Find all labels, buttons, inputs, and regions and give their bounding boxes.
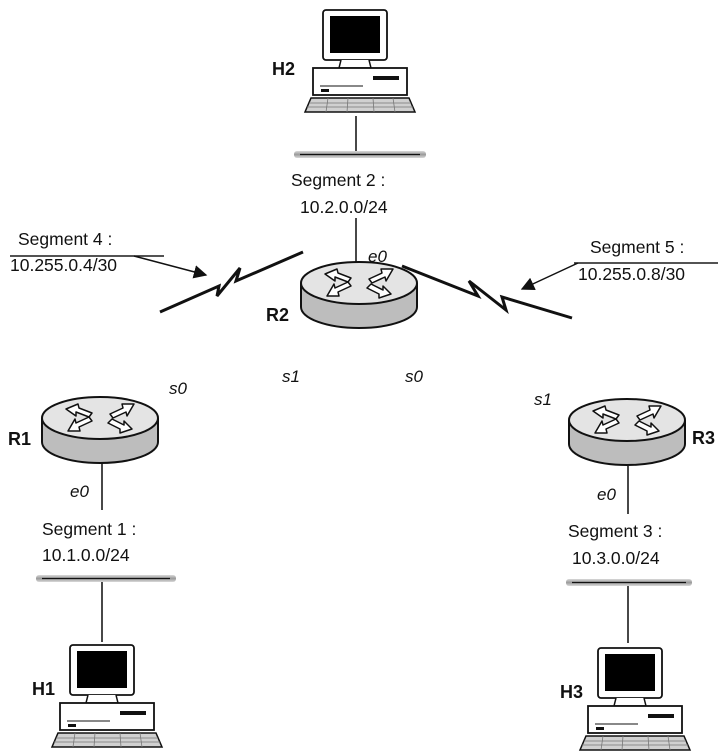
r1-e0-label: e0 — [70, 482, 89, 501]
router-r3-icon — [568, 398, 686, 466]
segment-1-subnet: 10.1.0.0/24 — [42, 545, 130, 565]
router-r2-icon — [300, 261, 418, 329]
router-r3-label: R3 — [692, 428, 715, 448]
segment-3-name: Segment 3 : — [568, 521, 662, 541]
r1-s0-label: s0 — [169, 379, 188, 398]
segment-4-subnet: 10.255.0.4/30 — [10, 255, 117, 275]
host-h1-computer-icon — [51, 644, 163, 748]
segment-2-subnet: 10.2.0.0/24 — [300, 197, 388, 217]
router-r1-label: R1 — [8, 429, 31, 449]
segment-5-name: Segment 5 : — [590, 237, 684, 257]
host-h3-computer-icon — [579, 647, 691, 751]
segment-4-name: Segment 4 : — [18, 229, 112, 249]
router-r1-icon — [41, 396, 159, 464]
router-r2-label: R2 — [266, 305, 289, 325]
r2-s0-label: s0 — [405, 367, 424, 386]
segment-4-pointer — [133, 255, 208, 279]
serial-link-r1-r2 — [159, 250, 304, 314]
serial-link-r2-r3 — [401, 264, 573, 320]
r2-s1-label: s1 — [282, 367, 300, 386]
host-h2-label: H2 — [272, 59, 295, 79]
segment-2-name: Segment 2 : — [291, 170, 385, 190]
host-h2-computer-icon — [304, 9, 416, 113]
r3-s1-label: s1 — [534, 390, 552, 409]
host-h3-label: H3 — [560, 682, 583, 702]
r3-e0-label: e0 — [597, 485, 616, 504]
host-h1-label: H1 — [32, 679, 55, 699]
segment-5-pointer — [520, 262, 579, 291]
segment-5-subnet: 10.255.0.8/30 — [578, 264, 685, 284]
r2-e0-label: e0 — [368, 247, 387, 266]
segment-3-subnet: 10.3.0.0/24 — [572, 548, 660, 568]
segment-1-name: Segment 1 : — [42, 519, 136, 539]
